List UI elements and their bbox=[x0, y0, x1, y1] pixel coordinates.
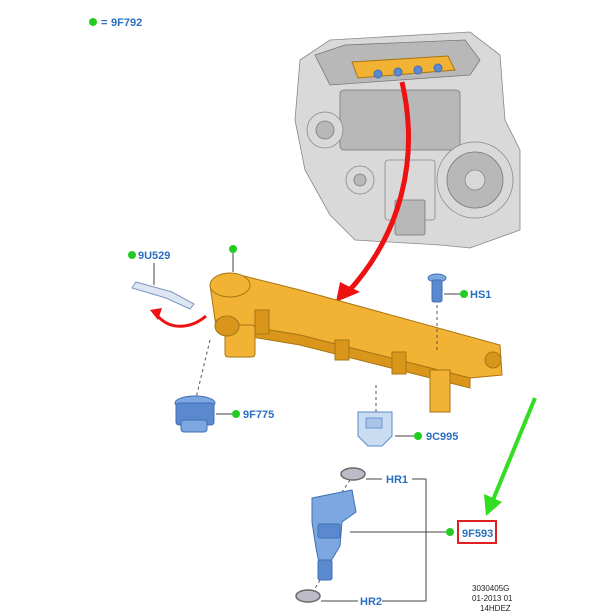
legend-dot-icon bbox=[89, 18, 97, 26]
legend-code[interactable]: 9F792 bbox=[111, 17, 142, 29]
callout-dot-9c995 bbox=[414, 432, 422, 440]
bolt-hs1[interactable] bbox=[427, 273, 447, 303]
rotate-arrow-icon bbox=[154, 313, 207, 328]
fuel-rail[interactable] bbox=[209, 272, 503, 413]
green-arrow-icon bbox=[484, 397, 537, 516]
meta-line1: 3030405G bbox=[472, 584, 509, 593]
label-9u529[interactable]: 9U529 bbox=[138, 250, 170, 262]
callout-bracket bbox=[382, 478, 427, 602]
callout-dot-9f775 bbox=[232, 410, 240, 418]
highlight-box bbox=[457, 520, 497, 544]
callout-dot-hs1 bbox=[460, 290, 468, 298]
callout-dot-rail bbox=[229, 245, 237, 253]
injector-9f593[interactable] bbox=[311, 489, 357, 581]
drawing-reference: 3030405G 01-2013 01 14HDEZ bbox=[472, 584, 513, 613]
rotate-arrowhead-icon bbox=[150, 308, 162, 320]
meta-line2: 01-2013 01 bbox=[472, 594, 513, 603]
label-hs1[interactable]: HS1 bbox=[470, 289, 491, 301]
label-9f775[interactable]: 9F775 bbox=[243, 409, 274, 421]
callout-dot-9u529 bbox=[128, 251, 136, 259]
callout-dot-9f593 bbox=[446, 528, 454, 536]
label-9f593[interactable]: 9F593 bbox=[462, 528, 493, 540]
legend-prefix: = bbox=[101, 17, 107, 29]
oring-hr1[interactable] bbox=[340, 467, 366, 481]
label-9c995[interactable]: 9C995 bbox=[426, 431, 458, 443]
oring-hr2[interactable] bbox=[295, 589, 321, 603]
meta-line3: 14HDEZ bbox=[480, 604, 511, 613]
red-arrow-icon bbox=[336, 81, 411, 302]
sensor-9c995[interactable] bbox=[357, 411, 393, 447]
label-hr1[interactable]: HR1 bbox=[386, 474, 408, 486]
seal-9u529[interactable] bbox=[131, 281, 195, 310]
damper-9f775[interactable] bbox=[174, 395, 216, 433]
legend: = 9F792 bbox=[89, 17, 142, 29]
label-hr2[interactable]: HR2 bbox=[360, 596, 382, 608]
